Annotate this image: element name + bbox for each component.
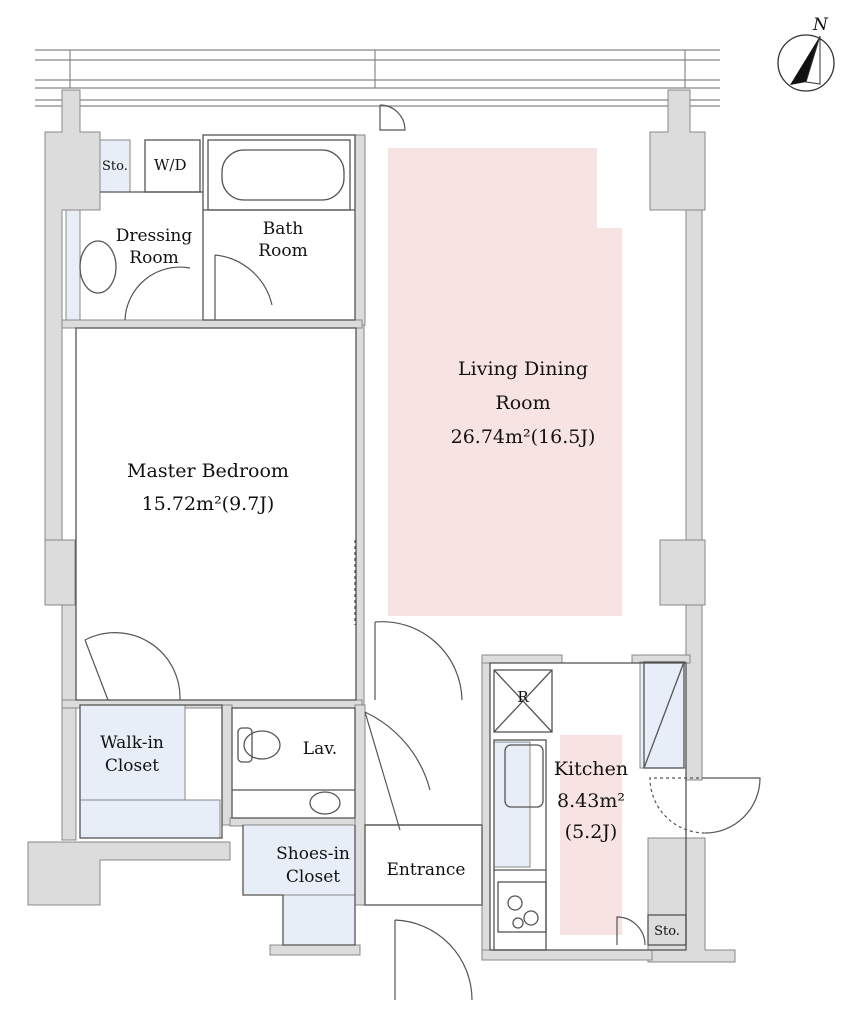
label-kitchen-jo: (5.2J) [565,821,618,843]
label-entrance: Entrance [387,860,466,880]
label-kitchen-area: 8.43m² [557,790,625,812]
label-refrigerator: R [517,688,529,706]
walls [27,89,736,963]
label-living-dining-area: 26.74m²(16.5J) [451,426,596,448]
label-shoes-in-closet-2: Closet [286,867,340,887]
label-lavatory: Lav. [303,739,337,759]
door-swings [84,104,761,1001]
label-washer-dryer: W/D [154,156,187,174]
label-walk-in-closet-2: Closet [105,756,159,776]
compass-north-label: N [812,15,829,35]
label-walk-in-closet-1: Walk-in [100,733,164,753]
label-storage-top: Sto. [102,159,128,174]
label-dressing-room-2: Room [129,248,178,268]
balcony-railing [35,49,720,107]
compass [777,34,835,92]
kitchen-highlight [560,735,622,935]
label-master-bedroom-1: Master Bedroom [127,460,289,482]
label-dressing-room-1: Dressing [116,226,193,246]
closet-shading [65,139,687,946]
label-storage-kitchen: Sto. [654,924,680,939]
label-bath-room-1: Bath [263,219,303,239]
label-master-bedroom-area: 15.72m²(9.7J) [142,493,275,515]
label-living-dining-2: Room [495,392,550,414]
label-bath-room-2: Room [258,241,307,261]
label-kitchen-1: Kitchen [554,758,628,780]
label-living-dining-1: Living Dining [458,358,588,380]
label-shoes-in-closet-1: Shoes-in [276,844,350,864]
room-lines [75,134,687,951]
living-dining-highlight [388,148,622,616]
